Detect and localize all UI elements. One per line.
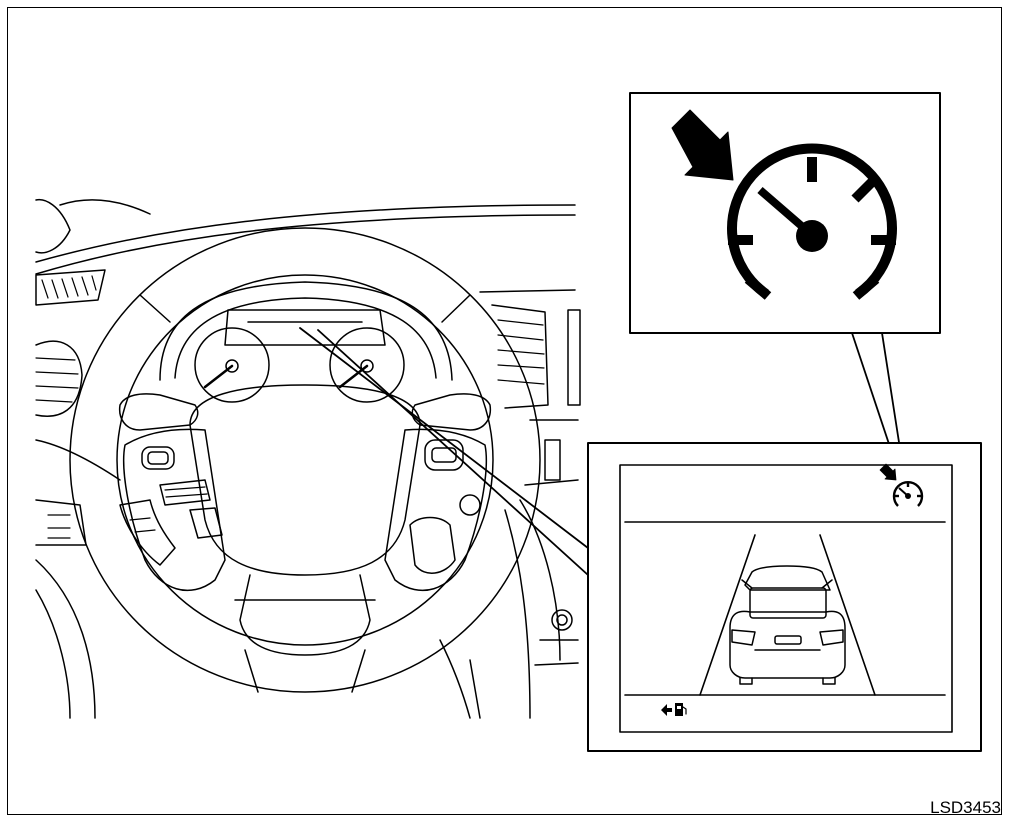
- zoom-callout-box: [629, 92, 941, 469]
- steering-wheel-rim-outer: [69, 227, 541, 693]
- small-speedometer-icon: [892, 481, 924, 507]
- small-pointer-arrow-icon: [879, 463, 897, 481]
- figure-code-label: LSD3453: [930, 798, 1001, 817]
- right-spoke-top: [411, 393, 492, 431]
- display-screen: [619, 464, 953, 733]
- figure-frame: [7, 7, 1002, 815]
- ignition-knob: [551, 609, 573, 631]
- right-control-button-2: [459, 494, 481, 516]
- lane-line-left: [699, 534, 756, 696]
- pointer-arrow-icon: [671, 109, 734, 181]
- airbag-hub: [189, 384, 421, 576]
- left-switch-panel: [35, 499, 87, 546]
- cluster-center-display: [224, 309, 386, 346]
- left-control-button-3: [189, 507, 223, 539]
- cluster-hood: [159, 281, 453, 381]
- right-control-button-1: [424, 439, 464, 471]
- left-round-vent: [35, 340, 83, 417]
- display-callout-box: [587, 442, 982, 752]
- left-control-button-2: [159, 479, 211, 506]
- speedometer-gauge: [329, 327, 405, 403]
- dashboard: [35, 198, 581, 719]
- fuel-pump-icon: [661, 703, 687, 716]
- left-spoke-top: [118, 393, 199, 431]
- steering-wheel-rim-inner: [116, 274, 494, 646]
- callout-leader: [299, 327, 589, 576]
- left-spoke-controls: [122, 428, 226, 591]
- center-vent: [491, 304, 549, 409]
- tachometer-gauge: [194, 327, 270, 403]
- left-mirror-edge: [35, 198, 71, 254]
- cruise-control-speedometer-icon: [727, 143, 897, 300]
- left-air-vent: [35, 269, 106, 306]
- right-control-button-3: [409, 516, 456, 574]
- right-spoke-controls: [384, 428, 488, 591]
- left-control-button-4: [119, 499, 176, 566]
- left-control-button-1: [141, 446, 175, 470]
- display-box-outer: [587, 442, 982, 752]
- lower-spoke: [239, 574, 371, 656]
- steering-wheel: [69, 227, 541, 693]
- vehicle-rear-view-icon: [729, 565, 846, 685]
- lane-line-right: [819, 534, 876, 696]
